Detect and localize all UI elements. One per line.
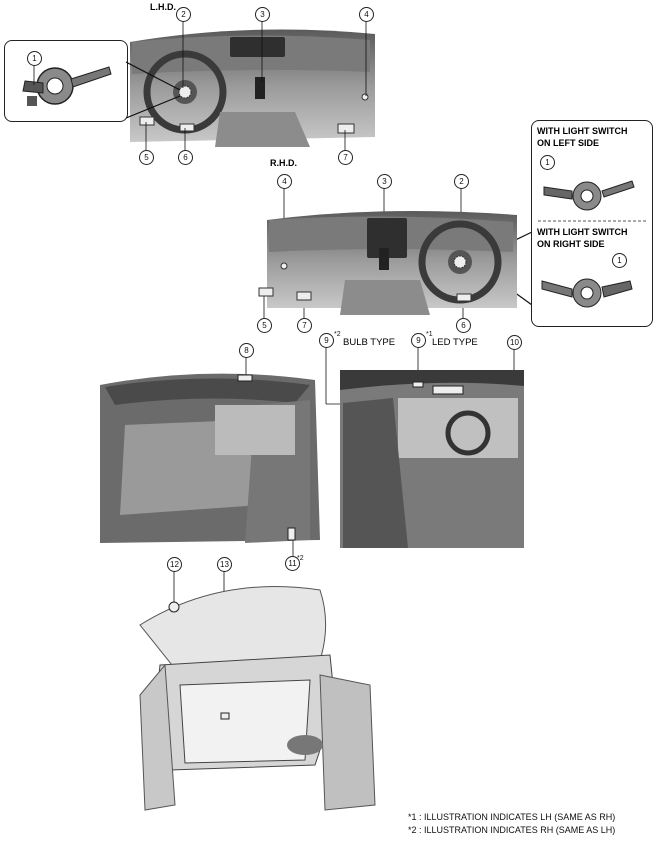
callout-7: 7 (338, 150, 353, 165)
item11-note-marker: *2 (297, 555, 304, 562)
callout-4-rhd: 4 (277, 174, 292, 189)
rear-cabin-illustration (95, 365, 325, 550)
callout-12: 12 (167, 557, 182, 572)
bulb-type-note-marker: *2 (334, 331, 341, 338)
liftgate-cargo-illustration (120, 565, 385, 815)
callout-2: 2 (176, 7, 191, 22)
callout-13: 13 (217, 557, 232, 572)
callout-2-rhd: 2 (454, 174, 469, 189)
callout-4: 4 (359, 7, 374, 22)
callout-9-led: 9 (411, 333, 426, 348)
footnote-2: *2 : ILLUSTRATION INDICATES RH (SAME AS … (408, 825, 616, 835)
callout-5: 5 (139, 150, 154, 165)
footnotes: *1 : ILLUSTRATION INDICATES LH (SAME AS … (408, 812, 615, 835)
switch-right-label-1: WITH LIGHT SWITCH (537, 227, 628, 237)
callout-10: 10 (507, 335, 522, 350)
callout-1: 1 (27, 51, 42, 66)
callout-3-rhd: 3 (377, 174, 392, 189)
rhd-switch-inset (531, 120, 653, 327)
callout-11: 11 (285, 556, 300, 571)
callout-6: 6 (178, 150, 193, 165)
lhd-label: L.H.D. (150, 2, 176, 12)
bulb-type-label: BULB TYPE (343, 337, 396, 348)
callout-8: 8 (239, 343, 254, 358)
callout-7-rhd: 7 (297, 318, 312, 333)
callout-5-rhd: 5 (257, 318, 272, 333)
lhd-dashboard-illustration (120, 12, 380, 152)
callout-6-rhd: 6 (456, 318, 471, 333)
led-type-note-marker: *1 (426, 331, 433, 338)
callout-9-bulb: 9 (319, 333, 334, 348)
callout-1-switch-left: 1 (540, 155, 555, 170)
lhd-switch-inset (4, 40, 128, 122)
callout-3: 3 (255, 7, 270, 22)
rhd-dashboard-illustration (255, 180, 525, 320)
callout-1-switch-right: 1 (612, 253, 627, 268)
front-cabin-illustration (338, 368, 526, 550)
switch-left-label-1: WITH LIGHT SWITCH (537, 126, 628, 136)
footnote-1: *1 : ILLUSTRATION INDICATES LH (SAME AS … (408, 812, 616, 822)
rhd-label: R.H.D. (270, 158, 297, 168)
led-type-label: LED TYPE (432, 337, 478, 348)
switch-right-label-2: ON RIGHT SIDE (537, 239, 605, 249)
switch-left-label-2: ON LEFT SIDE (537, 138, 600, 148)
